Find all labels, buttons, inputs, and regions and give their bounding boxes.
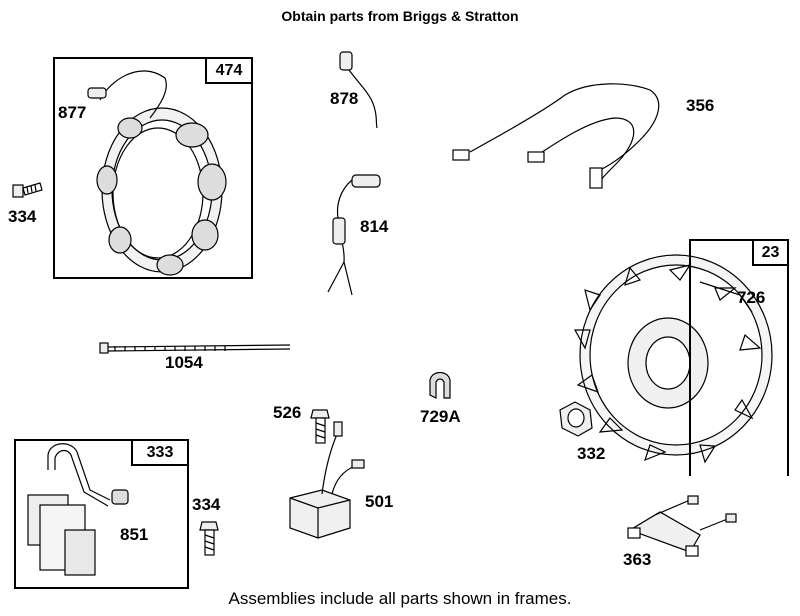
part-label-877: 877 [58,103,87,122]
flywheel-part [573,254,773,464]
bolt-334-lower-part [199,521,219,556]
bolt-526-part [310,409,330,444]
part-label-334-lower: 334 [192,495,221,514]
part-label-526: 526 [273,403,302,422]
diagram-title: Obtain parts from Briggs & Stratton [281,8,519,24]
frame-tag-474: 474 [205,57,253,84]
bracket-363-part [627,495,737,557]
part-label-726: 726 [737,288,766,307]
part-label-814: 814 [360,217,389,236]
stator-assembly-frame [53,57,253,279]
clip-729a-part [429,371,451,399]
nut-332-part [559,401,593,437]
part-label-878: 878 [330,89,359,108]
wire-814-part [327,174,381,296]
bolt-334-part [12,182,43,198]
part-label-501: 501 [365,492,394,511]
part-label-356: 356 [686,96,715,115]
wire-878-part [339,51,378,129]
part-label-334: 334 [8,207,37,226]
armature-part [27,443,129,576]
frame-tag-23: 23 [752,239,789,266]
harness-356-part [452,83,660,189]
armature-assembly-frame [14,439,189,589]
part-label-1054: 1054 [165,353,203,372]
part-label-729a: 729A [420,407,461,426]
diagram-footnote: Assemblies include all parts shown in fr… [228,589,572,608]
flywheel-assembly-frame [689,239,789,476]
module-501-part [289,421,365,539]
part-label-363: 363 [623,550,652,569]
cable-tie-1054-part [99,342,291,354]
part-label-332: 332 [577,444,606,463]
stator-ring-part [87,70,227,276]
frame-tag-333: 333 [131,439,189,466]
part-label-851: 851 [120,525,149,544]
